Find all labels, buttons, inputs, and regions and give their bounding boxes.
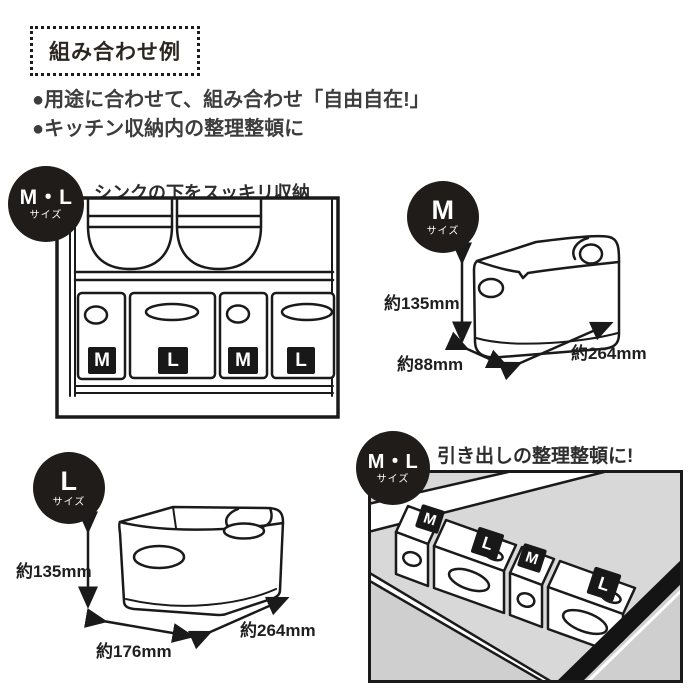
feature-bullets: ●用途に合わせて、組み合わせ「自由自在!」 ●キッチン収納内の整理整頓に	[32, 86, 430, 144]
l-height-label: 約135mm	[16, 562, 92, 581]
size-tag-l: L	[287, 347, 315, 374]
handle-hole	[222, 522, 266, 540]
m-depth-label: 約264mm	[571, 344, 647, 363]
badge-size-sub: サイズ	[426, 226, 460, 237]
handle-hole	[225, 304, 251, 324]
depth-arrow	[187, 596, 290, 650]
dimension-arrows	[78, 511, 290, 650]
handle-hole	[402, 550, 422, 568]
width-arrow	[84, 608, 195, 643]
sink-bowls	[86, 198, 263, 271]
badge-size-text: M	[431, 195, 455, 225]
badge-size-text: L	[60, 466, 78, 496]
handle-hole	[561, 608, 609, 636]
l-container-illustration	[78, 505, 290, 650]
badge-size-sub: サイズ	[376, 473, 410, 485]
size-tag-l: L	[158, 347, 188, 374]
cabinet-floor-lines	[74, 385, 334, 394]
handle-hole	[144, 302, 200, 322]
dimension-arrows	[444, 242, 614, 381]
handle-hole	[516, 591, 536, 609]
badge-m-size: M サイズ	[407, 181, 479, 253]
m-width-label: 約88mm	[397, 355, 464, 374]
drawer-front-left-edge	[371, 572, 552, 680]
l-width-label: 約176mm	[96, 642, 172, 661]
handle-hole	[83, 305, 109, 325]
bullet-line-1: ●用途に合わせて、組み合わせ「自由自在!」	[32, 89, 430, 111]
badge-ml-drawer: M・L サイズ	[356, 431, 430, 505]
badge-ml-under-sink: M・L サイズ	[8, 166, 84, 242]
handle-hole	[280, 302, 334, 322]
badge-size-sub: サイズ	[52, 497, 86, 508]
drawer-frame	[368, 470, 683, 683]
badge-size-sub: サイズ	[29, 210, 63, 221]
bullet-line-2: ●キッチン収納内の整理整頓に	[32, 118, 305, 140]
front-rim-line	[475, 259, 621, 280]
handle-hole	[447, 567, 491, 593]
page-title: 組み合わせ例	[49, 41, 181, 64]
handle-hole	[578, 243, 604, 265]
badge-l-size: L サイズ	[33, 452, 105, 524]
size-tag-m: M	[88, 347, 116, 374]
depth-arrow	[497, 321, 614, 381]
m-container-illustration	[444, 234, 621, 381]
drawer-illustration	[368, 470, 683, 683]
l-depth-label: 約264mm	[240, 621, 316, 640]
title-box: 組み合わせ例	[30, 26, 200, 76]
badge-size-text: M・L	[19, 186, 73, 209]
inner-back-edge	[172, 506, 177, 529]
back-flap-line	[572, 236, 590, 261]
m-height-label: 約135mm	[384, 294, 460, 313]
size-tag-m: M	[228, 347, 258, 374]
under-sink-illustration	[55, 196, 340, 419]
badge-size-text: M・L	[367, 450, 419, 473]
sink-bowl	[86, 198, 174, 271]
drawer-caption: 引き出しの整理整頓に!	[437, 446, 634, 467]
l-container-outline	[118, 505, 285, 617]
sink-bowl	[175, 198, 263, 271]
handle-hole	[477, 277, 505, 299]
handle-hole	[132, 544, 186, 570]
